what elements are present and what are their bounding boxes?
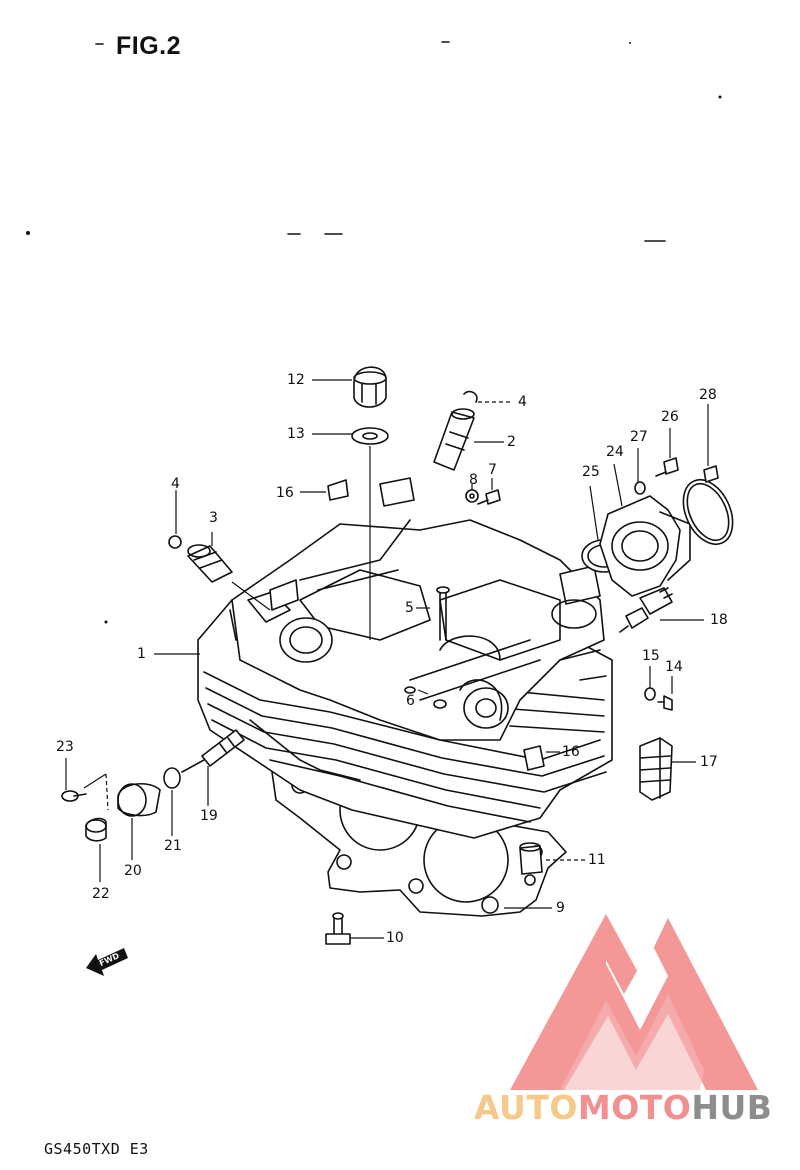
spark-plug	[619, 587, 673, 633]
callout-5: 5	[405, 600, 414, 616]
callout-4: 4	[518, 394, 527, 410]
callout-6: 6	[406, 693, 415, 709]
callout-26: 26	[661, 409, 679, 425]
forward-arrow-icon	[86, 948, 128, 976]
circlip	[463, 390, 478, 403]
watermark-moto: MOTO	[577, 1088, 692, 1127]
retainer-plate	[327, 479, 349, 501]
callout-23: 23	[56, 739, 74, 755]
watermark-hub: HUB	[691, 1088, 773, 1127]
callout-12: 12	[287, 372, 305, 388]
plug-cap	[117, 783, 161, 817]
plug	[85, 817, 107, 842]
callout-3: 3	[209, 510, 218, 526]
cushion-block	[639, 737, 673, 801]
tachometer-gear	[181, 729, 245, 773]
dowel	[519, 842, 543, 875]
leader-lines	[65, 379, 709, 939]
callout-9: 9	[556, 900, 565, 916]
head-bolt	[325, 912, 351, 945]
callout-7: 7	[488, 462, 497, 478]
callout-21: 21	[164, 838, 182, 854]
callout-17: 17	[700, 754, 718, 770]
scan-specks	[26, 41, 722, 624]
oil-plug-bolt	[644, 687, 673, 711]
callout-22: 22	[92, 886, 110, 902]
retainer-plate-lower	[523, 745, 545, 771]
watermark-logo	[510, 914, 758, 1090]
watermark-text: AUTOMOTOHUB	[474, 1088, 772, 1127]
callout-25: 25	[582, 464, 600, 480]
o-ring-small	[168, 535, 182, 549]
cylinder-head	[197, 477, 613, 839]
callout-16-lower: 16	[562, 744, 580, 760]
intake-assembly	[581, 457, 734, 597]
screw	[61, 790, 87, 802]
dowel-pin	[187, 544, 233, 583]
callout-13: 13	[287, 426, 305, 442]
washer	[351, 427, 389, 445]
model-code: GS450TXD E3	[44, 1140, 149, 1158]
cap-nut	[353, 366, 387, 408]
callout-24: 24	[606, 444, 624, 460]
callout-8: 8	[469, 472, 478, 488]
callout-16: 16	[276, 485, 294, 501]
callout-4-left: 4	[171, 476, 180, 492]
callout-28: 28	[699, 387, 717, 403]
callout-15: 15	[642, 648, 660, 664]
rocker-shaft	[433, 408, 475, 471]
callout-11: 11	[588, 852, 606, 868]
callout-18: 18	[710, 612, 728, 628]
callout-14: 14	[665, 659, 683, 675]
callout-10: 10	[386, 930, 404, 946]
callout-1: 1	[137, 646, 146, 662]
watermark-auto: AUTO	[474, 1088, 578, 1127]
o-ring	[163, 767, 181, 789]
small-bolt	[465, 489, 501, 505]
callout-20: 20	[124, 863, 142, 879]
figure-title: FIG.2	[116, 32, 182, 60]
callout-2: 2	[507, 434, 516, 450]
callout-19: 19	[200, 808, 218, 824]
callout-27: 27	[630, 429, 648, 445]
